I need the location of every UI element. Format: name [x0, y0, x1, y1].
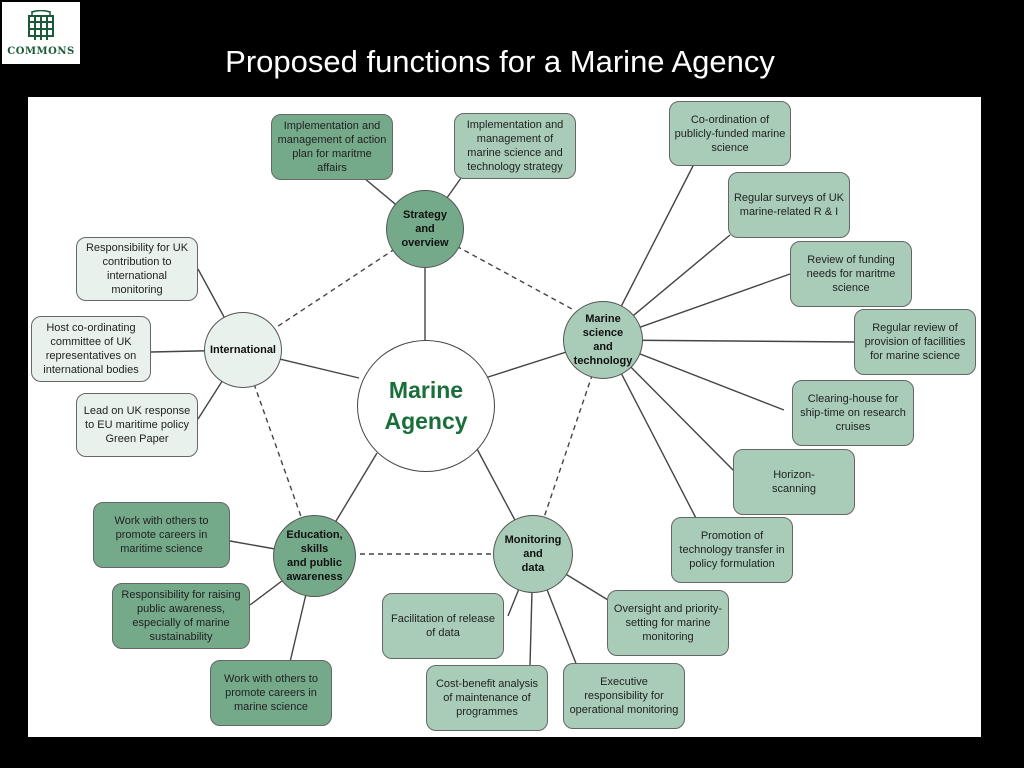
monitoring-item: Cost-benefit analysis of maintenance of …: [426, 665, 548, 731]
page-title: Proposed functions for a Marine Agency: [225, 44, 775, 79]
international-item: Lead on UK response to EU maritime polic…: [76, 393, 198, 457]
monitoring-item: Facilitation of release of data: [382, 593, 504, 659]
logo-text: COMMONS: [7, 45, 75, 57]
science-item: Regular review of provision of facilliti…: [854, 309, 976, 375]
science-item: Review of funding needs for maritme scie…: [790, 241, 912, 307]
hub-international: International: [204, 312, 282, 388]
connector: [603, 339, 857, 343]
diagram-panel: Marine Agency Strategy and overview Inte…: [28, 97, 981, 737]
hub-strategy: Strategy and overview: [386, 190, 464, 268]
portcullis-icon: [28, 9, 54, 40]
hub-monitoring: Monitoring and data: [493, 515, 573, 593]
hub-education: Education, skills and public awareness: [273, 515, 356, 597]
international-item: Host co-ordinating committee of UK repre…: [31, 316, 151, 382]
commons-logo: COMMONS: [2, 2, 80, 64]
monitoring-item: Oversight and priority-setting for marin…: [607, 590, 729, 656]
education-item: Work with others to promote careers in m…: [210, 660, 332, 726]
science-item: Clearing-house for ship-time on research…: [792, 380, 914, 446]
strategy-item: Implementation and management of marine …: [454, 113, 576, 179]
education-item: Work with others to promote careers in m…: [93, 502, 230, 568]
science-item: Co-ordination of publicly-funded marine …: [669, 101, 791, 166]
education-item: Responsibility for raising public awaren…: [112, 583, 250, 649]
hub-marine-science: Marine science and technology: [563, 301, 643, 379]
science-item: Horizon- scanning: [733, 449, 855, 515]
international-item: Responsibility for UK contribution to in…: [76, 237, 198, 301]
strategy-item: Implementation and management of action …: [271, 114, 393, 180]
science-item: Promotion of technology transfer in poli…: [671, 517, 793, 583]
science-item: Regular surveys of UK marine-related R &…: [728, 172, 850, 238]
monitoring-item: Executive responsibility for operational…: [563, 663, 685, 729]
marine-agency-center: Marine Agency: [357, 340, 495, 472]
